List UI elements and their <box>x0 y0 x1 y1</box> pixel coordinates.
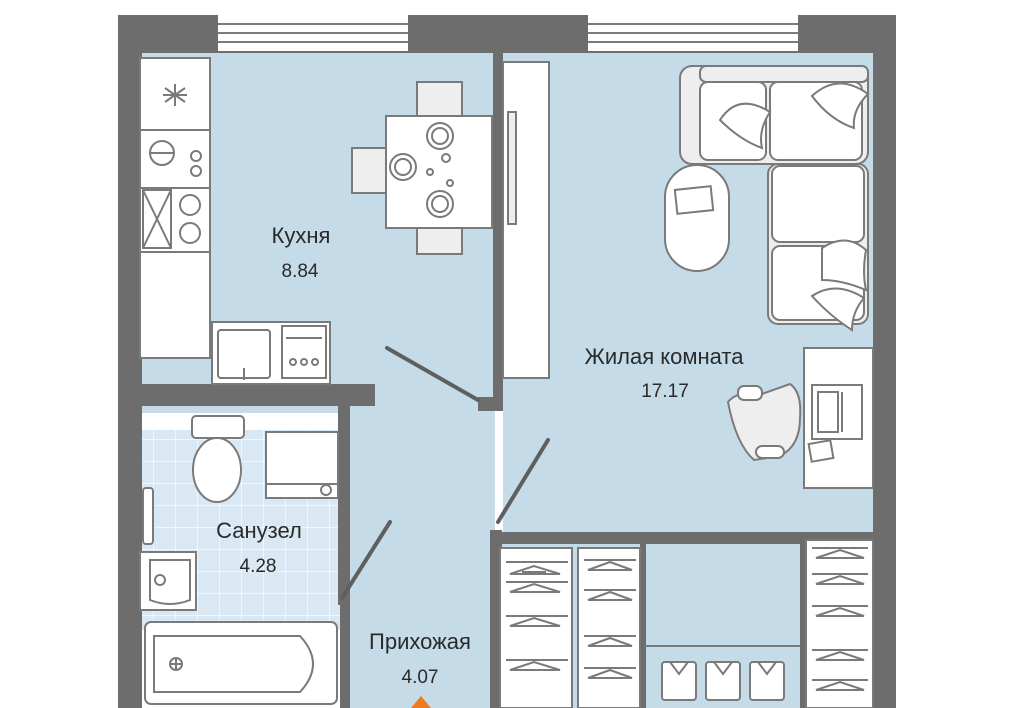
hanger-icon <box>812 573 868 585</box>
doors <box>340 346 550 600</box>
partition-kitchen-bath <box>140 384 375 406</box>
hanger-icon <box>584 559 636 571</box>
wardrobes <box>499 539 874 708</box>
shirt-icon <box>661 661 697 701</box>
living-room-area: 17.17 <box>641 381 689 402</box>
hanger-icon <box>506 581 568 593</box>
hanger-icon <box>506 561 568 575</box>
phone-icon <box>807 439 835 463</box>
hanger-icon <box>584 667 636 679</box>
fridge-icon <box>163 84 187 106</box>
hanger-icon <box>506 615 568 627</box>
sink-icon <box>149 140 202 177</box>
bathtub-icon <box>144 621 338 705</box>
dishwasher-icon <box>281 325 327 379</box>
outer-wall-right <box>873 15 896 708</box>
kitchen-door <box>385 346 480 402</box>
hanger-icon <box>584 635 636 647</box>
kitchen-sink-icon <box>217 329 271 380</box>
entrance-marker-icon <box>411 696 431 708</box>
living-room-name: Жилая комната <box>585 344 745 369</box>
kitchen-name: Кухня <box>272 223 331 248</box>
bathroom-name: Санузел <box>216 518 302 543</box>
washbasin-icon <box>139 551 197 611</box>
partition-wardrobe-top <box>490 532 875 544</box>
desk-chair <box>726 382 802 462</box>
hallway-name: Прихожая <box>369 629 471 654</box>
window-kitchen <box>218 15 408 51</box>
windows <box>218 15 798 51</box>
bathroom-door <box>340 520 392 600</box>
partition-wardrobe-mid <box>640 540 646 708</box>
partition-wardrobe-right <box>800 540 806 708</box>
bathroom-area: 4.28 <box>240 556 277 577</box>
kitchen-area: 8.84 <box>282 261 319 282</box>
hanger-icon <box>506 659 568 671</box>
tv-cabinet <box>502 61 550 379</box>
hanger-icon <box>812 547 868 559</box>
hallway-floor <box>343 395 495 708</box>
hanger-icon <box>812 679 868 691</box>
hanger-icon <box>584 589 636 601</box>
hanger-icon <box>812 649 868 661</box>
hanger-icon <box>812 605 868 617</box>
washing-machine-icon <box>265 431 339 499</box>
desk <box>726 347 874 489</box>
towel-rail-icon <box>142 487 154 545</box>
shirt-icon <box>749 661 785 701</box>
partition-post <box>478 397 503 411</box>
laptop-icon <box>811 384 863 440</box>
toilet-icon <box>191 415 245 503</box>
partition-bath-hall <box>338 395 350 605</box>
partition-kitchen-living <box>493 52 503 397</box>
hallway-area: 4.07 <box>402 667 439 688</box>
partition-bath-hall-low <box>340 600 350 708</box>
room-labels: Кухня 8.84 Жилая комната 17.17 Санузел 4… <box>216 223 744 688</box>
coffee-table <box>664 164 730 272</box>
window-living <box>588 15 798 51</box>
shirt-icon <box>705 661 741 701</box>
tv-icon <box>507 111 517 225</box>
outer-wall-left <box>118 15 142 708</box>
stove-icon <box>139 187 211 253</box>
living-door <box>496 438 550 524</box>
kitchen-counter <box>139 57 331 385</box>
sofa-icon <box>679 65 870 332</box>
dining-table <box>351 81 493 255</box>
